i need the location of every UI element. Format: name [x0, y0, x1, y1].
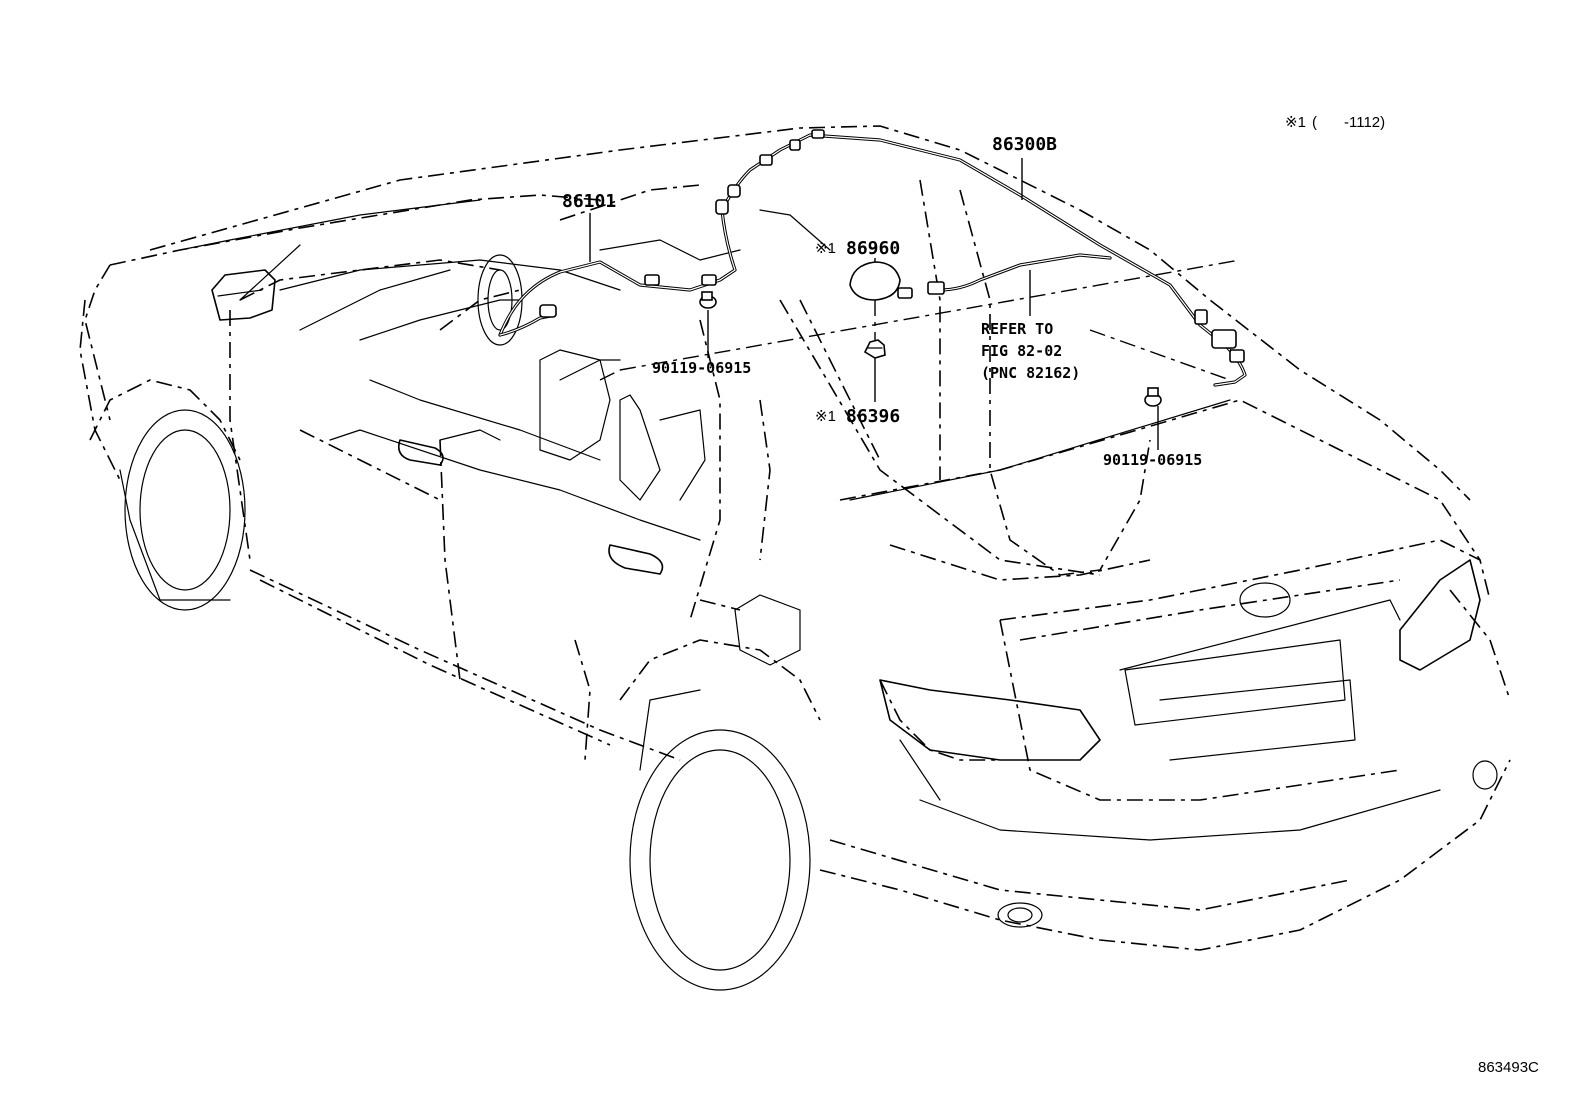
refer-line-2: FIG 82-02	[981, 342, 1062, 360]
harness-front-wire	[498, 208, 737, 337]
refer-line-1: REFER TO	[981, 320, 1053, 338]
note-range: -1112)	[1344, 114, 1385, 131]
note-symbol: ※1	[1285, 114, 1306, 131]
callout-antenna: 86960	[846, 238, 900, 259]
vehicle-outline	[79, 125, 1511, 951]
leader-lines	[589, 158, 1241, 450]
antenna-pad-part	[863, 339, 886, 359]
vehicle-details	[119, 199, 1498, 991]
callout-harness-roof: 86300B	[992, 134, 1057, 155]
screw-rear	[1144, 387, 1162, 407]
illustration-id: 863493C	[1478, 1059, 1539, 1076]
callout-antenna-note: ※1	[815, 240, 836, 257]
callout-screw-rear: 90119-06915	[1103, 451, 1202, 469]
screw-front	[699, 291, 717, 309]
labels: ※1 ( -1112) 86101 86300B ※1 86960 ※1 863…	[562, 114, 1539, 1076]
refer-line-3: (PNC 82162)	[981, 364, 1080, 382]
callout-harness-front: 86101	[562, 191, 616, 212]
callout-pad-note: ※1	[815, 408, 836, 425]
note-open-paren: (	[1312, 114, 1317, 131]
harness-clips	[539, 129, 1245, 363]
callout-pad: 86396	[846, 406, 900, 427]
callout-screw-front: 90119-06915	[652, 359, 751, 377]
antenna-part	[849, 253, 1112, 301]
